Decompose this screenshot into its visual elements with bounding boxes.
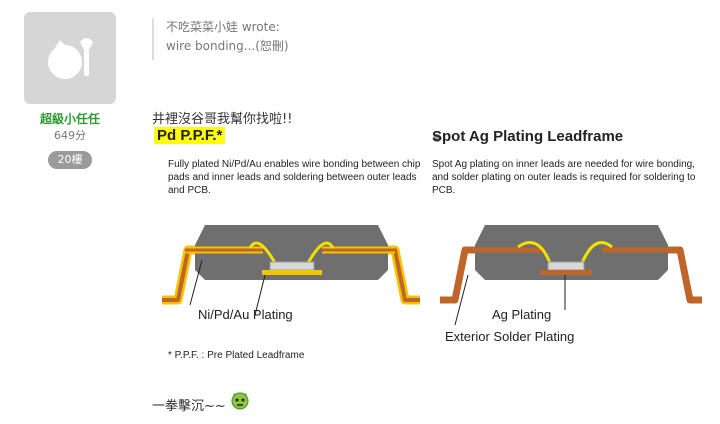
exterior-solder-label: Exterior Solder Plating: [445, 329, 575, 344]
spot-ag-description: Spot Ag plating on inner leads are neede…: [432, 159, 696, 196]
avatar[interactable]: [24, 12, 116, 104]
pd-ppf-title: Pd P.P.F.*: [154, 127, 226, 144]
ppf-footnote: * P.P.F. : Pre Plated Leadframe: [168, 350, 305, 361]
bullet-dot: [433, 134, 441, 142]
quote-author: 不吃菜菜小娃 wrote:: [166, 20, 280, 34]
ag-plating-label: Ag Plating: [492, 307, 552, 322]
green-face-emoticon-icon: [231, 392, 249, 410]
quote-block: 不吃菜菜小娃 wrote: wire bonding...(恕刪): [152, 18, 289, 60]
username[interactable]: 超級小任任: [39, 112, 100, 126]
floor-badge[interactable]: 20樓: [48, 151, 92, 169]
leadframe-figure: Pd P.P.F.* Spot Ag Plating Leadframe Ful…: [150, 125, 708, 365]
quote-text: wire bonding...(恕刪): [166, 39, 289, 53]
left-package-diagram: [162, 225, 420, 316]
leadframe-diagram: [155, 133, 702, 326]
spot-ag-title: Spot Ag Plating Leadframe: [432, 128, 624, 145]
right-package-diagram: [440, 225, 702, 326]
user-panel: 超級小任任 649分 20樓: [0, 0, 140, 424]
ni-pd-au-label: Ni/Pd/Au Plating: [198, 307, 293, 322]
closing-text: 一拳擊沉~~: [152, 399, 226, 414]
pd-ppf-description: Fully plated Ni/Pd/Au enables wire bondi…: [168, 159, 421, 196]
post-body: 不吃菜菜小娃 wrote: wire bonding...(恕刪) 井裡沒谷哥我…: [150, 0, 715, 424]
default-avatar-icon: [48, 38, 93, 79]
user-points: 649分: [54, 129, 86, 142]
post-text: 井裡沒谷哥我幫你找啦!!: [152, 112, 293, 127]
